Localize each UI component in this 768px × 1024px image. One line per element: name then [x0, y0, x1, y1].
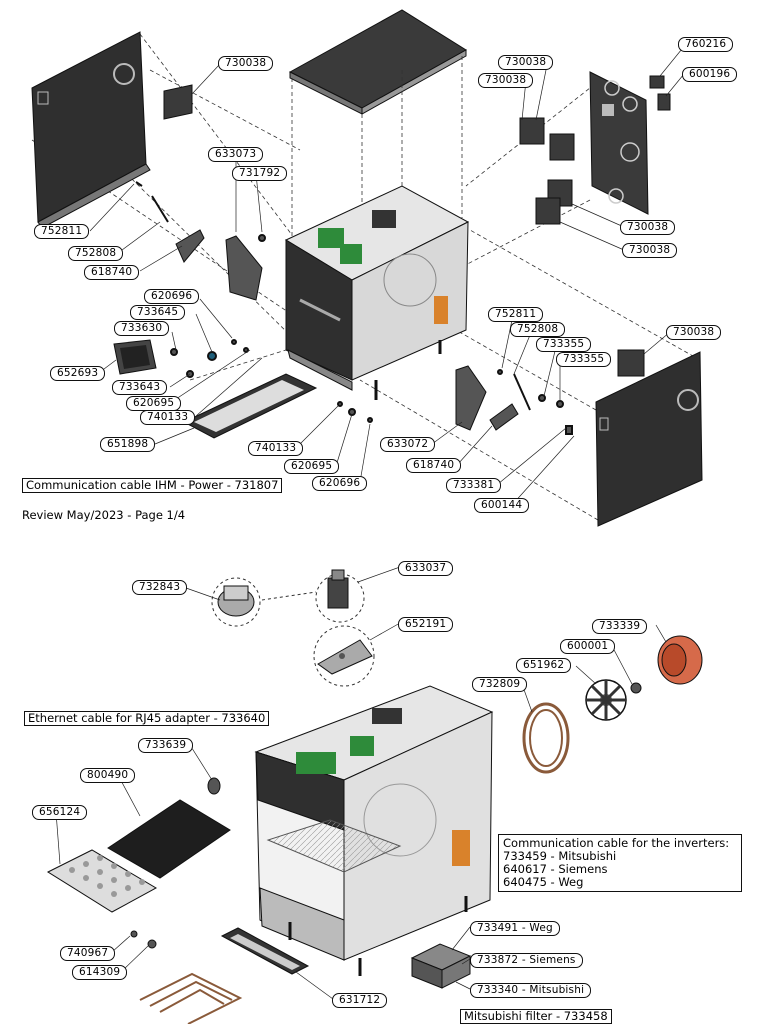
part-callout: 633037 [398, 561, 454, 576]
right-side-panel [595, 351, 703, 527]
review-label: Review May/2023 - Page 1/4 [22, 508, 186, 522]
part-callout: 633073 [208, 147, 264, 162]
part-callout: 620696 [312, 476, 368, 491]
leader-lines [89, 43, 687, 506]
part-callout: 614309 [72, 965, 128, 980]
transformer [217, 585, 255, 617]
heating-element [139, 972, 243, 1024]
part-callout: 620696 [144, 289, 200, 304]
oven-body-upper [284, 185, 470, 400]
filter-cartridge [220, 927, 310, 975]
top-panel [288, 9, 467, 115]
part-callout: 752811 [34, 224, 90, 239]
part-callout: 730038 [666, 325, 722, 340]
rear-panel [589, 71, 649, 215]
part-callout: 733340 - Mitsubishi [470, 983, 592, 998]
inverter-cable-note: Communication cable for the inverters: 7… [498, 834, 742, 892]
part-callout: 800490 [80, 768, 136, 783]
part-callout: 600196 [682, 67, 738, 82]
ethernet-note: Ethernet cable for RJ45 adapter - 733640 [24, 711, 270, 726]
part-callout: 652693 [50, 366, 106, 381]
part-callout: 600144 [474, 498, 530, 513]
part-callout: 618740 [84, 265, 140, 280]
left-side-panel [31, 31, 151, 229]
part-callout: 730038 [622, 243, 678, 258]
motor-switch [327, 569, 349, 609]
part-callout: 760216 [678, 37, 734, 52]
bracket-plate [317, 639, 373, 675]
part-callout: 732809 [472, 677, 528, 692]
part-callout: 620695 [284, 459, 340, 474]
inverter-note-title: Communication cable for the inverters: [503, 836, 730, 850]
small-parts-2 [130, 777, 221, 949]
part-callout: 600001 [560, 639, 616, 654]
part-callout: 733872 - Siemens [470, 953, 583, 968]
hmi-display [113, 339, 157, 375]
inverter-note-line: 640617 - Siemens [503, 862, 608, 876]
part-callout: 730038 [478, 73, 534, 88]
part-callout: 740133 [140, 410, 196, 425]
part-callout: 652191 [398, 617, 454, 632]
part-callout: 752808 [68, 246, 124, 261]
part-callout: 730038 [498, 55, 554, 70]
part-callout: 733645 [130, 305, 186, 320]
inverter-note-line: 733459 - Mitsubishi [503, 849, 617, 863]
part-callout: 656124 [32, 805, 88, 820]
dashed-circles [211, 573, 375, 687]
inverter [410, 943, 472, 989]
leader-lines-2 [55, 566, 667, 1000]
oven-body-lower [254, 685, 494, 976]
part-callout: 733630 [114, 321, 170, 336]
part-callout: 618740 [406, 458, 462, 473]
part-callout: 733643 [112, 380, 168, 395]
part-callout: 733355 [536, 337, 592, 352]
part-callout: 740967 [60, 946, 116, 961]
part-callout: 631712 [332, 993, 388, 1008]
part-callout: 651962 [516, 658, 572, 673]
part-callout: 733639 [138, 738, 194, 753]
circular-heating-element [522, 702, 570, 774]
part-callout: 733491 - Weg [470, 921, 560, 936]
part-callout: 732843 [132, 580, 188, 595]
part-callout: 730038 [218, 56, 274, 71]
part-callout: 733381 [446, 478, 502, 493]
part-callout: 740133 [248, 441, 304, 456]
convection-motor [630, 635, 703, 694]
cable-note: Communication cable IHM - Power - 731807 [22, 478, 283, 493]
part-callout: 633072 [380, 437, 436, 452]
part-callout: 620695 [126, 396, 182, 411]
part-callout: 733355 [556, 352, 612, 367]
part-callout: 730038 [620, 220, 676, 235]
baking-tray [46, 799, 231, 913]
filter-note: Mitsubishi filter - 733458 [460, 1009, 612, 1024]
side-brackets [175, 229, 519, 431]
part-callout: 731792 [232, 166, 288, 181]
part-callout: 752808 [510, 322, 566, 337]
inverter-note-line: 640475 - Weg [503, 875, 584, 889]
part-callout: 733339 [592, 619, 648, 634]
part-callout: 651898 [100, 437, 156, 452]
fan-impeller [585, 679, 627, 721]
cooling-fans [163, 75, 671, 377]
part-callout: 752811 [488, 307, 544, 322]
filter-tray [182, 373, 318, 439]
